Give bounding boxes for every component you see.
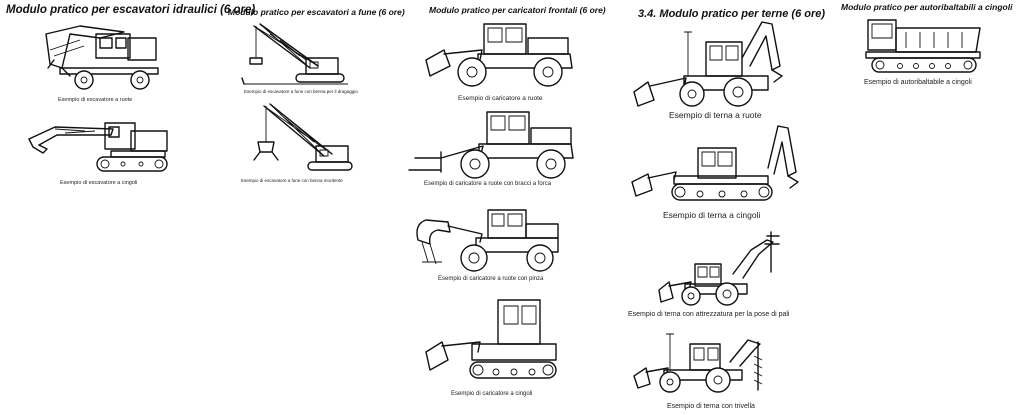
caption-wheel-loader-grapple: Esempio di caricatore a ruote con pinza <box>438 276 544 282</box>
clamshell-crane-drawing <box>240 102 355 181</box>
title-rope-excavators: Modulo pratico per escavatori a fune (6 … <box>228 7 405 17</box>
title-backhoe-loaders: 3.4. Modulo pratico per terne (6 ore) <box>638 8 826 20</box>
caption-tracked-excavator: Esempio di escavatore a cingoli <box>60 180 138 186</box>
caption-track-loader: Esempio di caricatore a cingoli <box>451 391 533 397</box>
caption-clamshell-crane: Esempio di escavatore a fune con benna m… <box>241 178 343 183</box>
caption-dragline-excavator: Esempio di escavatore a fune con benna p… <box>244 89 358 94</box>
dragline-excavator-drawing <box>240 20 350 93</box>
wheel-loader-grapple-drawing <box>412 200 562 281</box>
wheel-loader-drawing <box>420 20 580 95</box>
tracked-excavator-drawing <box>25 117 170 182</box>
caption-auger-backhoe: Esempio di terna con trivella <box>667 403 755 410</box>
caption-pile-backhoe: Esempio di terna con attrezzatura per la… <box>628 311 790 318</box>
caption-tracked-dumper: Esempio di autoribaltabile a cingoli <box>864 79 972 86</box>
title-hydraulic-excavators: Modulo pratico per escavatori idraulici … <box>6 4 256 16</box>
wheeled-excavator-drawing <box>40 20 165 97</box>
caption-backhoe-loader: Esempio di terna a ruote <box>669 110 762 120</box>
title-tracked-dumpers: Modulo pratico per autoribaltabili a cin… <box>841 2 1013 12</box>
caption-wheel-loader-forks: Esempio di caricatore a ruote con bracci… <box>424 181 552 187</box>
caption-wheel-loader: Esempio di caricatore a ruote <box>458 95 543 102</box>
backhoe-loader-drawing <box>630 18 790 115</box>
wheel-loader-forks-drawing <box>405 108 580 185</box>
track-loader-drawing <box>420 294 560 391</box>
pile-backhoe-drawing <box>655 228 785 313</box>
auger-backhoe-drawing <box>630 326 775 401</box>
tracked-dumper-drawing <box>862 14 984 83</box>
caption-tracked-backhoe: Esempio di terna a cingoli <box>663 210 761 220</box>
title-front-loaders: Modulo pratico per caricatori frontali (… <box>429 5 606 15</box>
tracked-backhoe-drawing <box>628 120 800 213</box>
caption-wheeled-excavator: Esempio di escavatore a ruote <box>58 97 133 103</box>
